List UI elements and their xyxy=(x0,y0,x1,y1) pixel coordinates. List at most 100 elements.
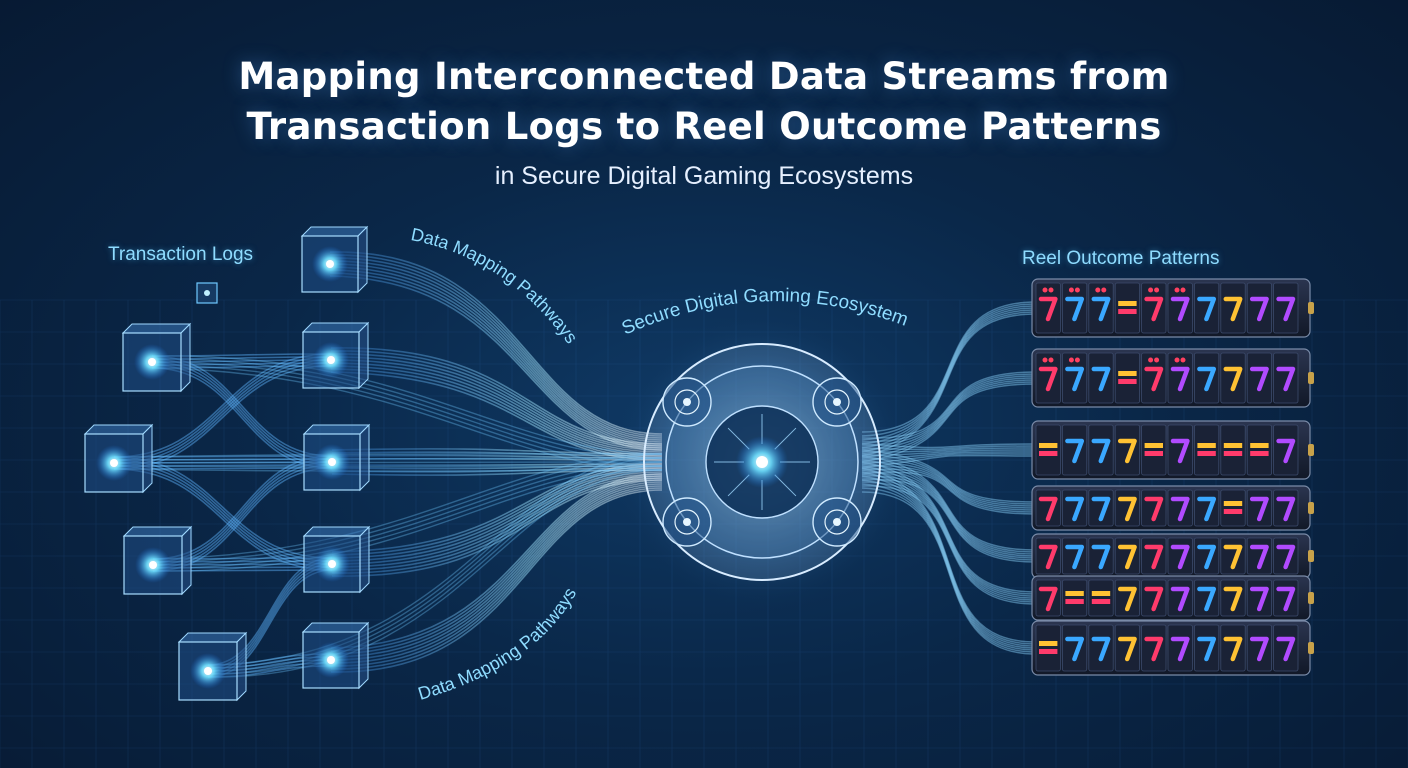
reel-symbol-seven xyxy=(1167,624,1193,672)
reel-outcome-patterns xyxy=(1031,278,1314,676)
transaction-node-cube xyxy=(302,525,371,594)
stream-line xyxy=(113,453,663,458)
reel-symbol-seven xyxy=(1194,624,1220,672)
slot-reel-row xyxy=(1031,485,1314,531)
data-streams xyxy=(113,251,663,678)
reel-symbol-seven xyxy=(1273,282,1299,334)
stream-line xyxy=(329,254,663,437)
reel-symbol-seven xyxy=(1141,489,1167,527)
stream-line xyxy=(151,364,663,467)
reel-symbol-seven xyxy=(1220,537,1246,575)
reel-symbol-seven xyxy=(1062,489,1088,527)
stream-line xyxy=(330,489,663,673)
reel-symbol-seven xyxy=(1246,537,1272,575)
stream-line xyxy=(329,269,663,447)
reel-symbol-bar xyxy=(1246,424,1272,476)
stream-line xyxy=(330,356,663,451)
reel-symbol-seven xyxy=(1273,537,1299,575)
reel-symbol-cherry-seven xyxy=(1141,282,1167,334)
stream-line xyxy=(329,257,663,439)
stream-line xyxy=(152,469,663,572)
stream-line xyxy=(330,477,663,655)
stream-line xyxy=(152,461,663,566)
reel-symbol-seven xyxy=(1062,424,1088,476)
reel-symbol-seven xyxy=(1035,489,1061,527)
reel-symbol-seven xyxy=(1141,537,1167,575)
reel-symbol-seven xyxy=(1194,352,1220,404)
slot-reel-row xyxy=(1031,620,1314,676)
reel-symbol-bar xyxy=(1220,489,1246,527)
reel-symbol-cherry-seven xyxy=(1167,282,1193,334)
stream-line xyxy=(152,453,663,560)
hub-gear-icon xyxy=(812,497,862,547)
stream-line xyxy=(152,465,663,569)
title-line-2: Transaction Logs to Reel Outcome Pattern… xyxy=(246,105,1162,148)
stream-line xyxy=(330,479,663,658)
reel-symbol-seven xyxy=(1273,489,1299,527)
reel-symbol-seven xyxy=(1035,537,1061,575)
log-file-icon-dot xyxy=(204,290,210,296)
reel-symbol-seven xyxy=(1114,424,1140,476)
reel-symbol-seven xyxy=(1273,352,1299,404)
hub-gear-icon xyxy=(662,377,712,427)
stream-line xyxy=(330,473,663,649)
hub-core-dot xyxy=(756,456,768,468)
stream-line xyxy=(329,272,663,449)
slot-reel-row xyxy=(1031,278,1314,338)
transaction-logs-label: Transaction Logs xyxy=(108,244,254,265)
reel-symbol-seven xyxy=(1273,624,1299,672)
reel-symbol-cherry-seven xyxy=(1035,352,1061,404)
slot-reel-row xyxy=(1031,348,1314,408)
transaction-node-cube xyxy=(302,423,371,492)
reel-symbol-seven xyxy=(1246,352,1272,404)
reel-symbol-seven xyxy=(1167,537,1193,575)
stream-line xyxy=(330,485,663,667)
transaction-nodes xyxy=(83,225,371,702)
reel-symbol-seven xyxy=(1141,579,1167,617)
reel-symbol-seven xyxy=(1220,579,1246,617)
reel-symbol-cherry-seven xyxy=(1088,282,1114,334)
reel-symbol-seven xyxy=(1141,624,1167,672)
reel-symbol-seven xyxy=(1088,624,1114,672)
slot-reel-row xyxy=(1031,420,1314,480)
stream-line xyxy=(329,263,663,443)
stream-line xyxy=(330,483,663,664)
stream-line xyxy=(330,481,663,661)
reel-symbol-seven xyxy=(1114,579,1140,617)
reel-symbol-seven xyxy=(1035,579,1061,617)
stream-line xyxy=(331,473,663,568)
stream-line xyxy=(331,475,663,571)
secure-ecosystem-hub xyxy=(612,312,912,612)
stream-line xyxy=(113,461,663,464)
transaction-node-cube xyxy=(301,321,370,390)
reel-symbol-seven xyxy=(1246,489,1272,527)
reel-symbol-bar xyxy=(1141,424,1167,476)
reel-symbol-bar xyxy=(1088,579,1114,617)
reel-symbol-bar xyxy=(1114,282,1140,334)
transaction-node-cube xyxy=(177,631,248,702)
stream-line xyxy=(151,358,663,459)
stream-line xyxy=(329,266,663,445)
reel-symbol-seven xyxy=(1246,579,1272,617)
reel-outcome-patterns-label: Reel Outcome Patterns xyxy=(1022,248,1220,269)
transaction-node-cube xyxy=(300,225,369,294)
reel-symbol-seven xyxy=(1194,537,1220,575)
reel-symbol-seven xyxy=(1220,282,1246,334)
reel-symbol-seven xyxy=(1088,352,1114,404)
reel-symbol-seven xyxy=(1220,352,1246,404)
reel-symbol-cherry-seven xyxy=(1167,352,1193,404)
stream-line xyxy=(329,260,663,441)
stream-line xyxy=(330,347,663,445)
stream-line xyxy=(330,487,663,670)
reel-symbol-bar xyxy=(1062,579,1088,617)
transaction-node-cube xyxy=(301,621,370,690)
slot-reel-row xyxy=(1031,575,1314,621)
reel-symbol-seven xyxy=(1114,624,1140,672)
reel-symbol-seven xyxy=(1167,579,1193,617)
stream-line xyxy=(330,350,663,447)
reel-symbol-seven xyxy=(1194,282,1220,334)
reel-symbol-bar xyxy=(1114,352,1140,404)
reel-symbol-bar xyxy=(1194,424,1220,476)
stream-line xyxy=(329,251,663,435)
